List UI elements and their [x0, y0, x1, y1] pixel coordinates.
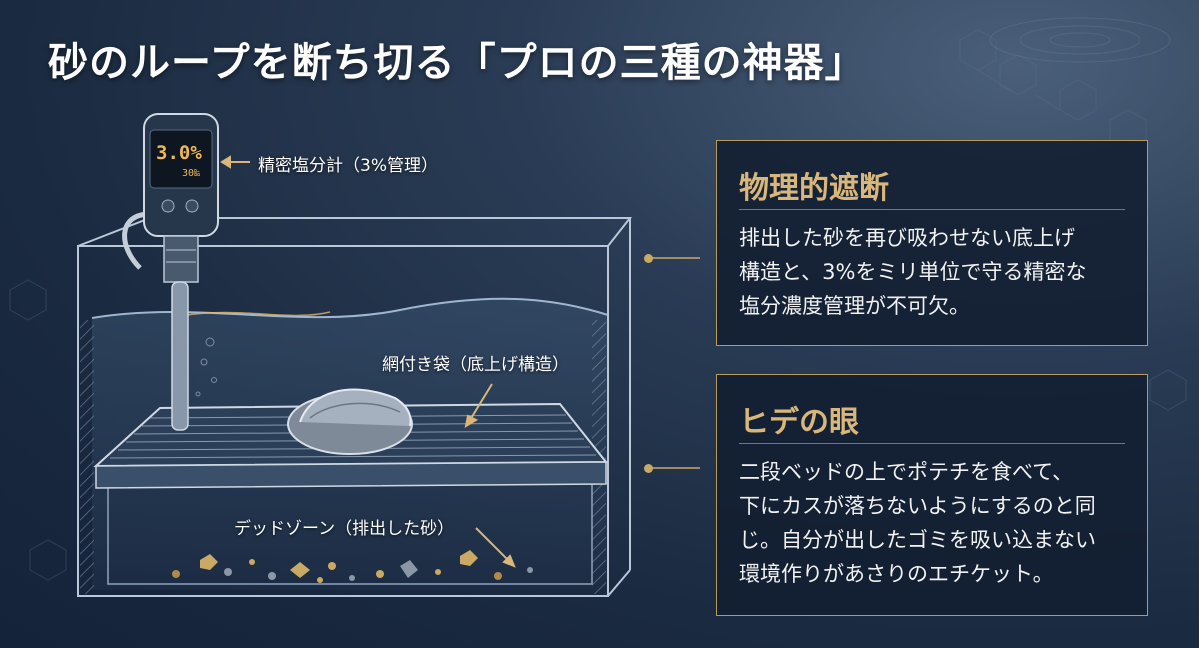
label-refractometer: 精密塩分計（3%管理） — [258, 156, 438, 176]
panel-body-line: 排出した砂を再び吸わせない底上げ — [739, 226, 1075, 250]
panel-body-line: 二段ベッドの上でポテチを食べて、 — [739, 460, 1074, 484]
panel-body-line: じ。自分が出したゴミを吸い込まない — [739, 528, 1096, 552]
connector-dot-1 — [644, 254, 653, 263]
panel-body-line: 環境作りがあさりのエチケット。 — [739, 562, 1054, 586]
panel-body-line: 構造と、3%をミリ単位で守る精密な — [739, 260, 1087, 284]
panel-body-line: 塩分濃度管理が不可欠。 — [739, 294, 970, 318]
panel-heading: ヒデの眼 — [739, 405, 859, 440]
meter-display: 3.0% 30‰ — [152, 136, 210, 188]
panel-heading: 物理的遮断 — [739, 171, 889, 206]
page-title: 砂のループを断ち切る「プロの三種の神器」 — [48, 40, 866, 86]
tank-illustration — [77, 113, 700, 597]
arrow-icon — [220, 155, 516, 568]
salinity-meter-icon — [122, 113, 219, 431]
panel-body: 二段ベッドの上でポテチを食べて、 下にカスが落ちないようにするのと同 じ。自分が… — [739, 455, 1129, 591]
label-dead-zone: デッドゾーン（排出した砂） — [234, 519, 455, 539]
panel-body: 排出した砂を再び吸わせない底上げ 構造と、3%をミリ単位で守る精密な 塩分濃度管… — [739, 221, 1129, 323]
panel-divider — [739, 209, 1125, 210]
panel-physical-barrier: 物理的遮断 排出した砂を再び吸わせない底上げ 構造と、3%をミリ単位で守る精密な… — [716, 140, 1148, 346]
connector-dot-2 — [644, 464, 653, 473]
panel-hide-eye: ヒデの眼 二段ベッドの上でポテチを食べて、 下にカスが落ちないようにするのと同 … — [716, 374, 1148, 616]
panel-body-line: 下にカスが落ちないようにするのと同 — [739, 494, 1096, 518]
clam-icon — [287, 388, 413, 455]
panel-divider — [739, 443, 1125, 444]
meter-sub-reading: 30‰ — [182, 168, 201, 179]
label-mesh-bag: 網付き袋（底上げ構造） — [382, 355, 569, 375]
meter-main-reading: 3.0% — [156, 142, 202, 164]
sand-particles — [172, 550, 533, 583]
